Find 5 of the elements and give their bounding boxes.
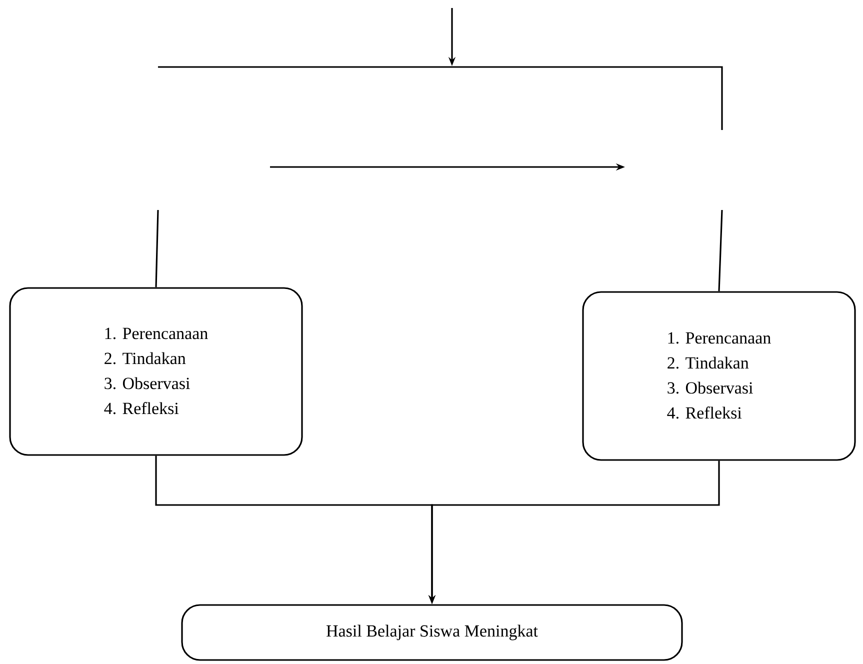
list-box: 1. Perencanaan 2. Tindakan 3. Observasi 4. Refleksi bbox=[582, 291, 856, 461]
connector bbox=[718, 210, 723, 292]
connector bbox=[155, 210, 159, 288]
result-box: Hasil Belajar Siswa Meningkat bbox=[181, 604, 683, 661]
list-box: 1. Perencanaan 2. Tindakan 3. Observasi 4. Refleksi bbox=[9, 287, 303, 456]
